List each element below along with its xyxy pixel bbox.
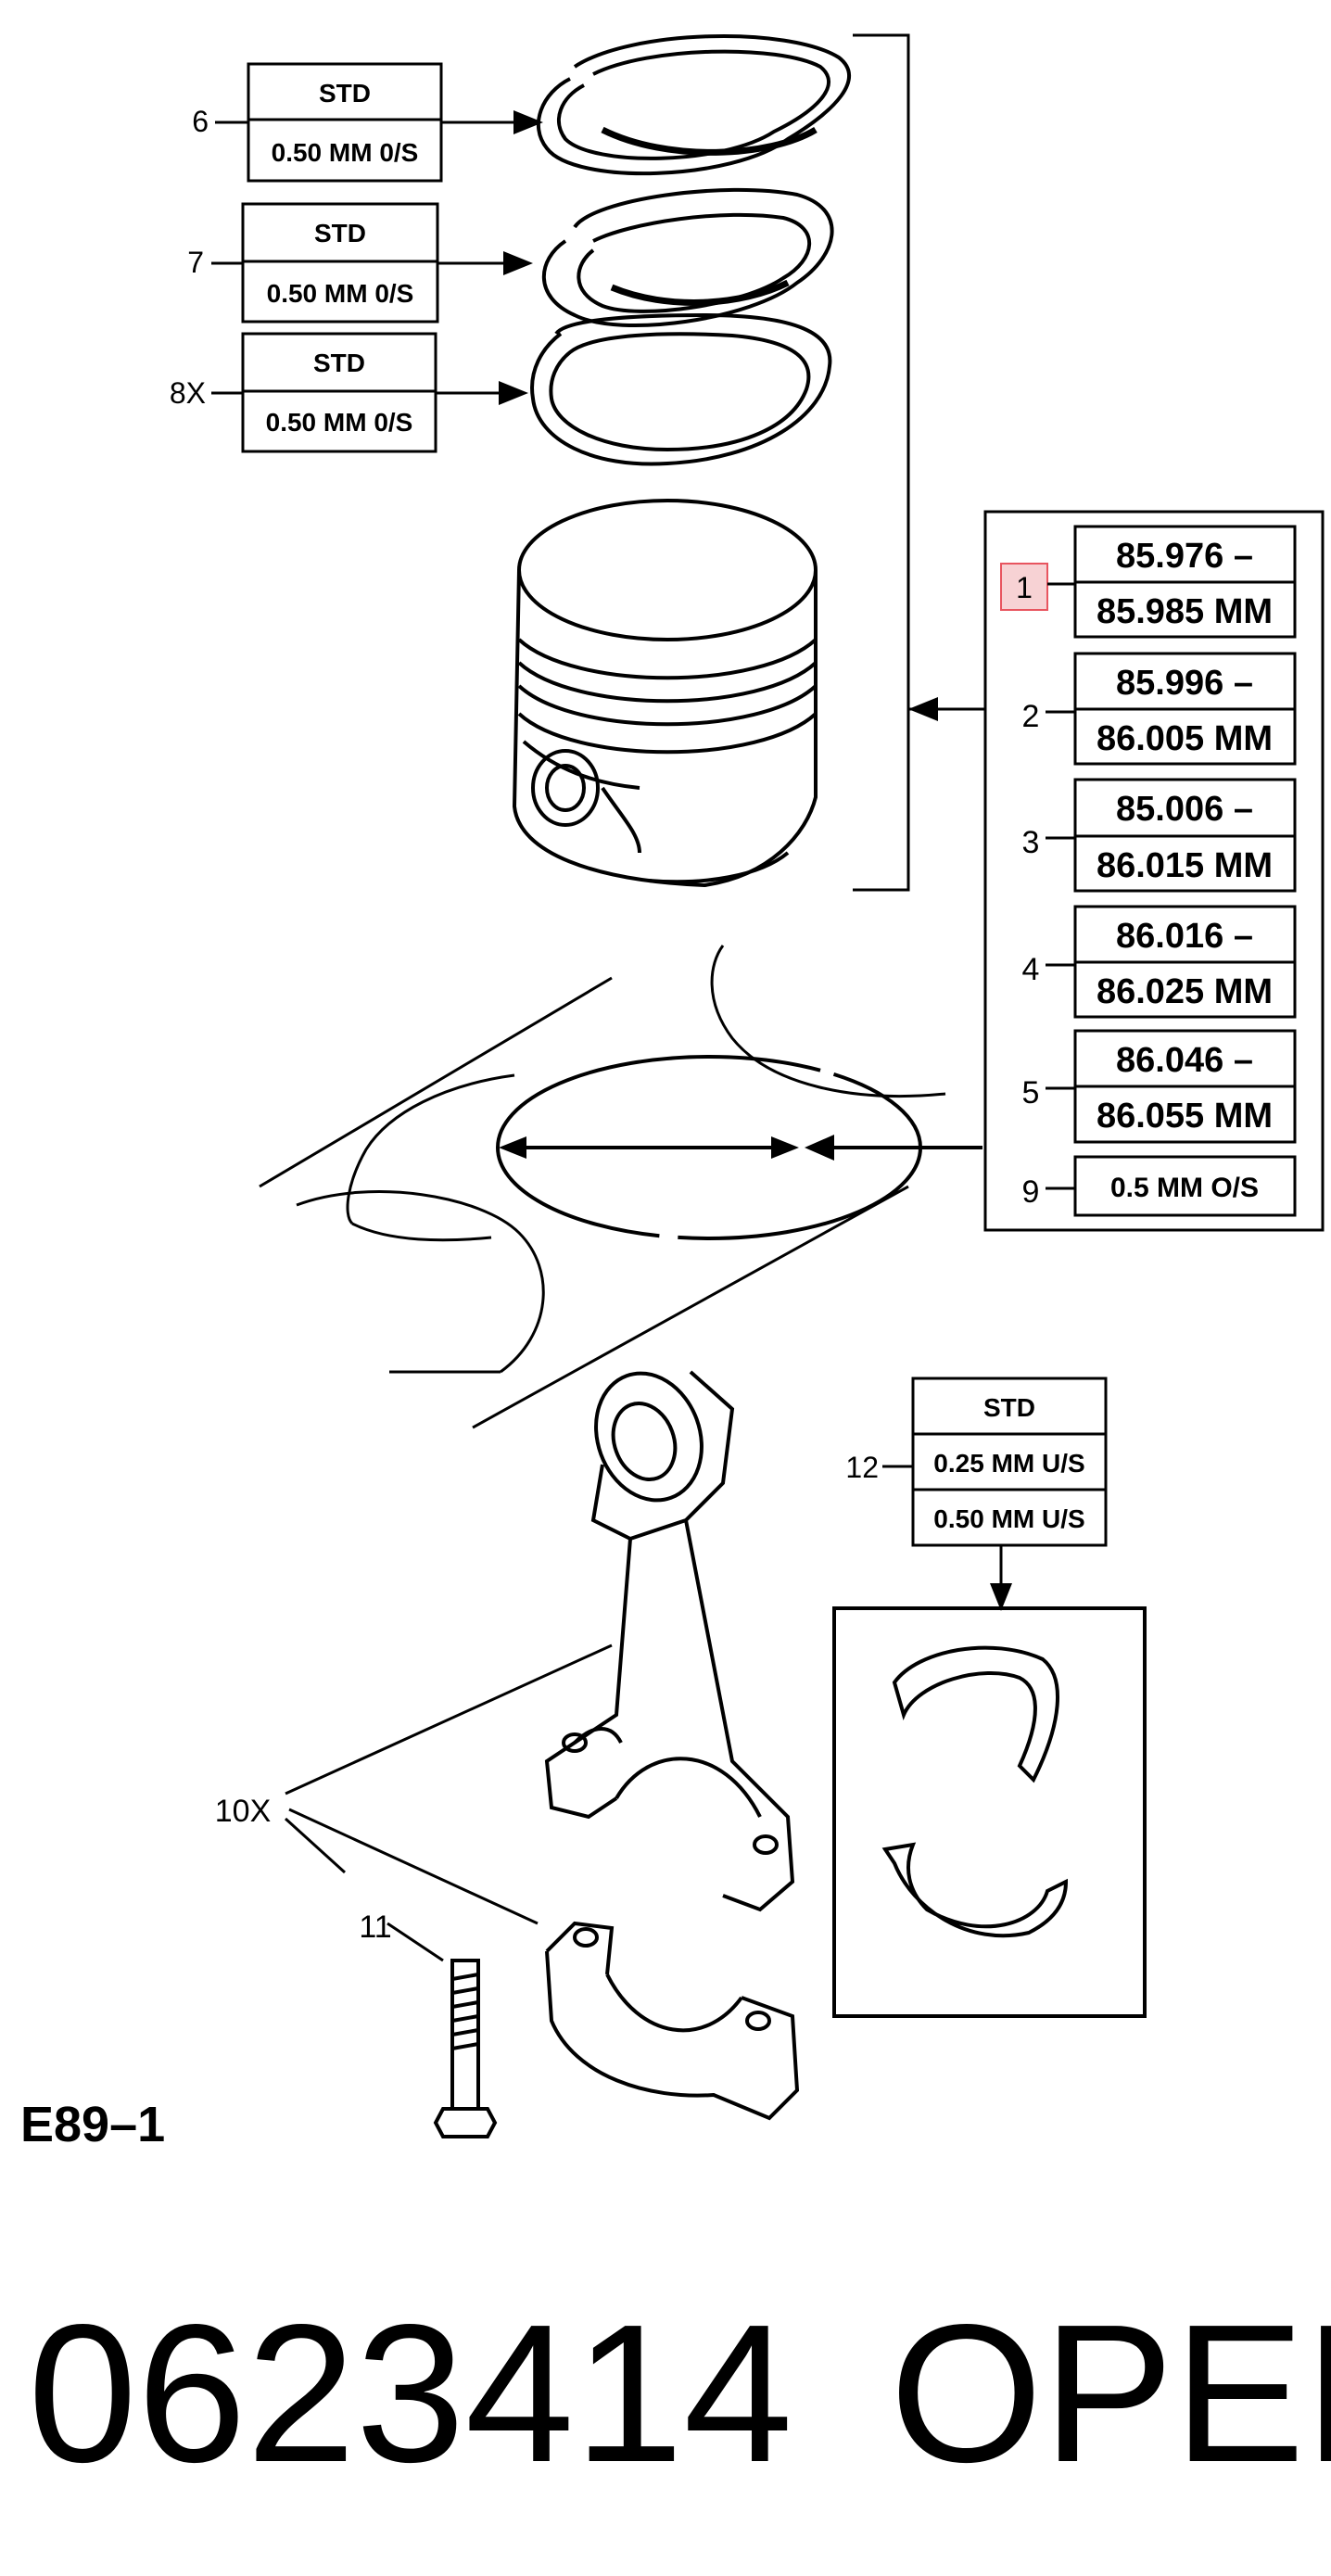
piston-3-ref: 3 [1022,825,1040,860]
ring-8-size-std: STD [313,349,365,377]
brand-name: OPEL [890,2283,1331,2503]
piston-9-size: 0.5 MM O/S [1110,1173,1259,1203]
rod-cap-drawing [545,1921,800,2121]
bolt-ref: 11 [359,1910,391,1945]
ring-8-drawing [530,312,832,466]
bearing-size-025: 0.25 MM U/S [933,1449,1084,1478]
ring-7-drawing [541,187,834,328]
ring-7-ref: 7 [187,246,204,279]
bearing-size-050: 0.50 MM U/S [933,1504,1084,1533]
rod-leader-lines [284,1643,613,1962]
piston-5-max: 86.055 MM [1096,1097,1273,1136]
ring-8-size-oversize: 0.50 MM 0/S [266,408,413,437]
piston-1-ref-highlight [1000,563,1048,611]
ring-6-ref: 6 [192,105,209,138]
bearing-shells-box [832,1606,1147,2018]
bearing-size-callout: 12 STD 0.25 MM U/S 0.50 MM U/S [845,1377,1108,1547]
ring-6-size-oversize: 0.50 MM 0/S [272,138,419,167]
connecting-rod-drawing [544,1370,795,1912]
piston-5-min: 86.046 – [1116,1041,1253,1080]
ring-7-callout: 7 STD 0.50 MM 0/S [187,202,533,324]
piston-3-max: 86.015 MM [1096,846,1273,885]
ring-6-callout: 6 STD 0.50 MM 0/S [192,62,543,183]
piston-5-ref: 5 [1022,1075,1040,1110]
assembly-bracket [853,33,910,892]
ring-7-size-std: STD [314,219,366,247]
ring-7-size-oversize: 0.50 MM 0/S [267,279,414,308]
piston-1-min: 85.976 – [1116,537,1253,576]
rod-ref: 10X [215,1794,272,1829]
ring-6-drawing [537,34,851,176]
ring-8-ref: 8X [170,376,206,410]
piston-3-min: 85.006 – [1116,790,1253,829]
piston-size-panel: 1 85.976 – 85.985 MM 2 85.996 – 86.005 M… [908,510,1325,1232]
piston-2-min: 85.996 – [1116,664,1253,703]
piston-1-max: 85.985 MM [1096,592,1273,631]
piston-1-ref: 1 [1016,571,1033,604]
ring-6-size-std: STD [319,79,371,108]
piston-2-max: 86.005 MM [1096,719,1273,758]
piston-2-ref: 2 [1022,699,1040,734]
piston-9-ref: 9 [1022,1174,1040,1210]
piston-drawing [512,499,818,888]
piston-4-ref: 4 [1022,952,1040,987]
bolt-drawing [433,1959,498,2138]
part-number: 0623414 [28,2283,792,2503]
piston-4-min: 86.016 – [1116,917,1253,956]
bearing-ref: 12 [845,1451,879,1484]
bearing-size-std: STD [983,1393,1035,1422]
figure-code: E89–1 [20,2097,165,2152]
cylinder-block-drawing [259,945,946,1429]
piston-4-max: 86.025 MM [1096,972,1273,1011]
bore-measurement [496,1055,982,1240]
ring-8-callout: 8X STD 0.50 MM 0/S [170,332,528,453]
